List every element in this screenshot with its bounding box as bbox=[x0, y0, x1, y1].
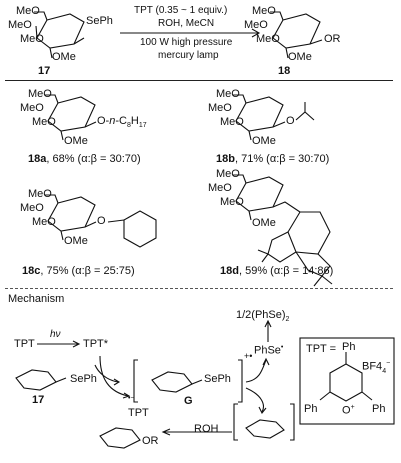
compound-17-mech: 17 bbox=[32, 394, 45, 406]
meo-18d-2: MeO bbox=[208, 182, 232, 194]
condition-line-2: ROH, MeCN bbox=[158, 18, 215, 29]
scheme-rule bbox=[5, 80, 393, 81]
oxocarbenium-ring bbox=[245, 419, 285, 439]
tpt-box-label: TPT = bbox=[306, 343, 337, 355]
or-prod: OR bbox=[324, 33, 341, 45]
yield-18b: 18b, 71% (α:β = 30:70) bbox=[216, 153, 330, 165]
tpt-box-ph-left: Ph bbox=[304, 403, 318, 415]
mech-final-ring bbox=[99, 427, 141, 449]
meo-18a-1: MeO bbox=[28, 88, 52, 100]
roh-label: ROH bbox=[194, 423, 219, 435]
ome-18a: OMe bbox=[64, 135, 88, 147]
sm-6-ch2 bbox=[34, 11, 48, 21]
meo-18d-3: MeO bbox=[220, 196, 244, 208]
meo-18b-2: MeO bbox=[208, 102, 232, 114]
meo-18b-1: MeO bbox=[216, 88, 240, 100]
tpt-box-bf4: BF44− bbox=[362, 360, 391, 375]
condition-line-3: 100 W high pressure bbox=[140, 37, 233, 48]
mech-ring-17 bbox=[15, 369, 57, 391]
pyrylium-ring bbox=[329, 363, 363, 402]
tpt-box-oplus: O+ bbox=[342, 404, 355, 417]
yield-18a: 18a, 68% (α:β = 30:70) bbox=[28, 153, 141, 165]
tpt-box-ph-right: Ph bbox=[372, 403, 386, 415]
o-18c: O bbox=[97, 215, 106, 227]
meo-18d-1: MeO bbox=[216, 168, 240, 180]
meo-6-prod: MeO bbox=[252, 5, 276, 17]
o-18b: O bbox=[286, 115, 295, 127]
phse-radical-label: PhSe• bbox=[254, 344, 284, 357]
mechanism-separator bbox=[5, 288, 393, 289]
seph-sm: SePh bbox=[86, 15, 113, 27]
meo-4-prod: MeO bbox=[244, 19, 268, 31]
meo-18a-2: MeO bbox=[20, 102, 44, 114]
tpt-box bbox=[299, 337, 395, 425]
tpt-label: TPT bbox=[14, 338, 35, 350]
seph-G-mech: SePh bbox=[204, 373, 231, 385]
meo-18a-3: MeO bbox=[32, 116, 56, 128]
ome-sm: OMe bbox=[52, 51, 76, 63]
sm-ring bbox=[36, 13, 85, 49]
condition-line-1: TPT (0.35 ~ 1 equiv.) bbox=[134, 5, 228, 16]
meo-6-sm: MeO bbox=[16, 5, 40, 17]
meo-3-prod: MeO bbox=[256, 33, 280, 45]
meo-4-sm: MeO bbox=[8, 19, 32, 31]
meo-18c-2: MeO bbox=[20, 202, 44, 214]
seph-17-mech: SePh bbox=[70, 373, 97, 385]
cyclohexane bbox=[123, 210, 157, 248]
meo-18c-1: MeO bbox=[28, 188, 52, 200]
half-dimer-label: 1/2(PhSe)2 bbox=[236, 309, 290, 324]
meo-18b-3: MeO bbox=[220, 116, 244, 128]
ome-18b: OMe bbox=[252, 135, 276, 147]
galactose-ring bbox=[287, 211, 331, 255]
condition-line-4: mercury lamp bbox=[158, 50, 219, 61]
compound-18-label: 18 bbox=[278, 65, 291, 77]
mech-ring-G bbox=[151, 371, 193, 393]
ome-18d: OMe bbox=[252, 217, 276, 229]
tpt-box-ph-top: Ph bbox=[342, 341, 356, 353]
mechanism-title: Mechanism bbox=[8, 293, 65, 305]
or-final-label: OR bbox=[142, 435, 159, 447]
ome-18c: OMe bbox=[64, 235, 88, 247]
hv-label: hν bbox=[50, 329, 61, 340]
ome-prod: OMe bbox=[288, 51, 312, 63]
compound-17-label: 17 bbox=[38, 65, 51, 77]
substituent-18a: O-n-C8H17 bbox=[97, 115, 147, 130]
meo-3-sm: MeO bbox=[20, 33, 44, 45]
compound-G-label: G bbox=[184, 395, 193, 407]
tpt-minus-label: •−TPT bbox=[128, 395, 149, 419]
yield-18d: 18d, 59% (α:β = 14:86) bbox=[220, 265, 334, 277]
yield-18c: 18c, 75% (α:β = 25:75) bbox=[22, 265, 135, 277]
tpt-star-label: TPT* bbox=[83, 338, 109, 350]
meo-18c-3: MeO bbox=[32, 216, 56, 228]
radical-cation-sign: +• bbox=[244, 351, 253, 361]
